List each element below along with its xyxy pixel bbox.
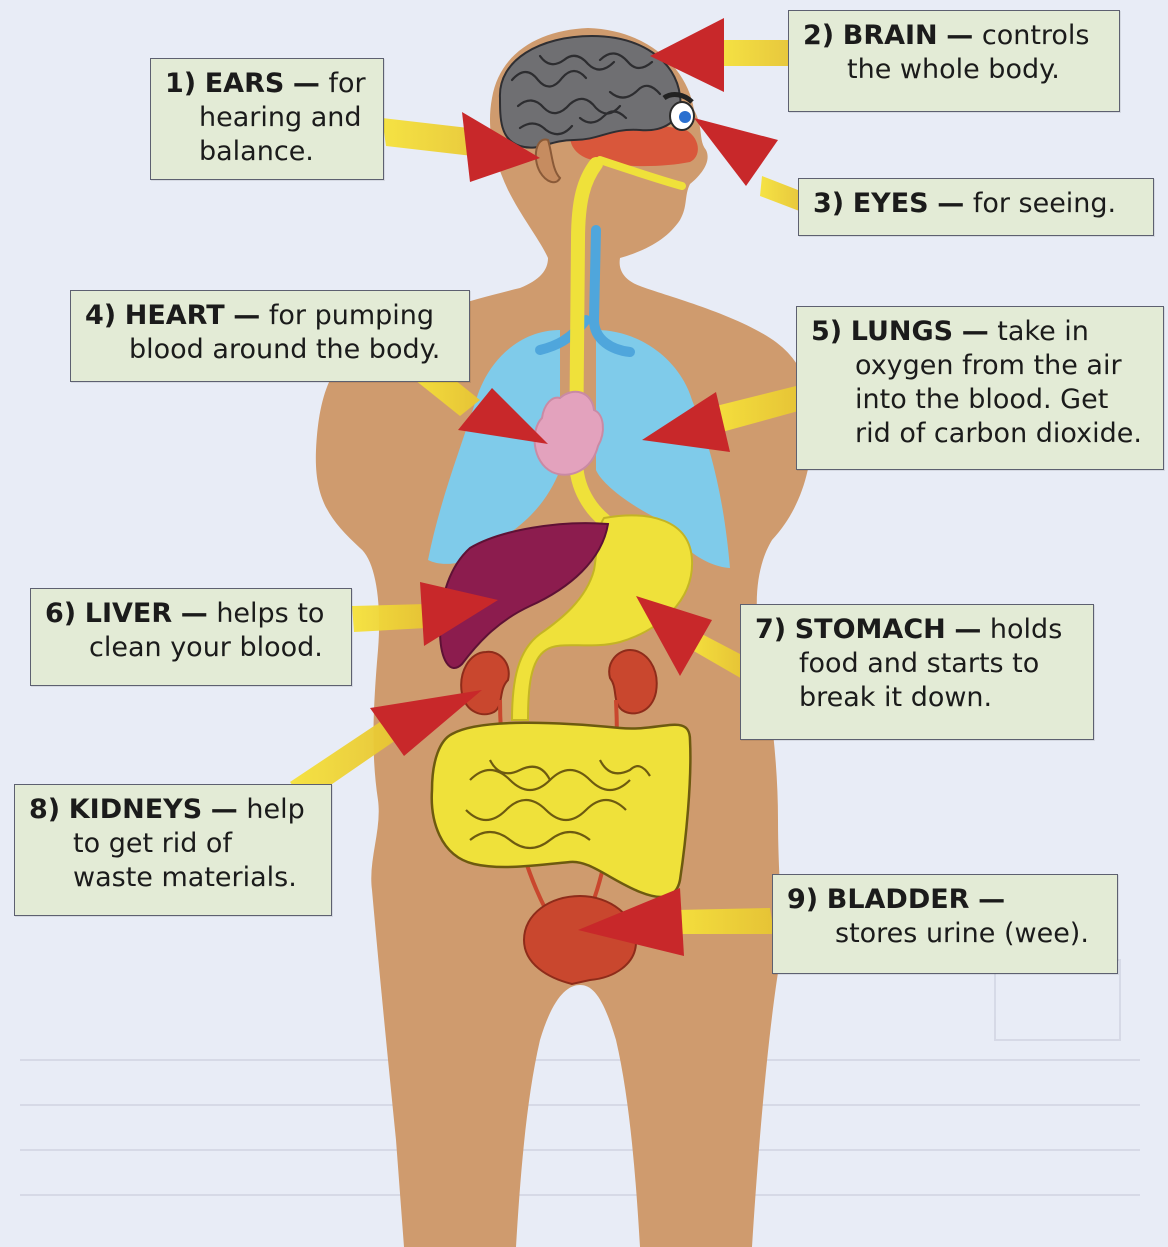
label-brain: 2) BRAIN — controls the whole body. xyxy=(788,10,1120,112)
label-liver: 6) LIVER — helps to clean your blood. xyxy=(30,588,352,686)
label-kidneys: 8) KIDNEYS — help to get rid of waste ma… xyxy=(14,784,332,916)
background-ghost-lines xyxy=(20,960,1140,1195)
arrow-eyes xyxy=(694,118,802,212)
label-ears: 1) EARS — for hearing and balance. xyxy=(150,58,384,180)
label-stomach: 7) STOMACH — holds food and starts to br… xyxy=(740,604,1094,740)
label-eyes: 3) EYES — for seeing. xyxy=(798,178,1154,236)
label-bladder: 9) BLADDER — stores urine (wee). xyxy=(772,874,1118,974)
label-lungs: 5) LUNGS — take in oxygen from the air i… xyxy=(796,306,1164,470)
label-heart: 4) HEART — for pumping blood around the … xyxy=(70,290,470,382)
